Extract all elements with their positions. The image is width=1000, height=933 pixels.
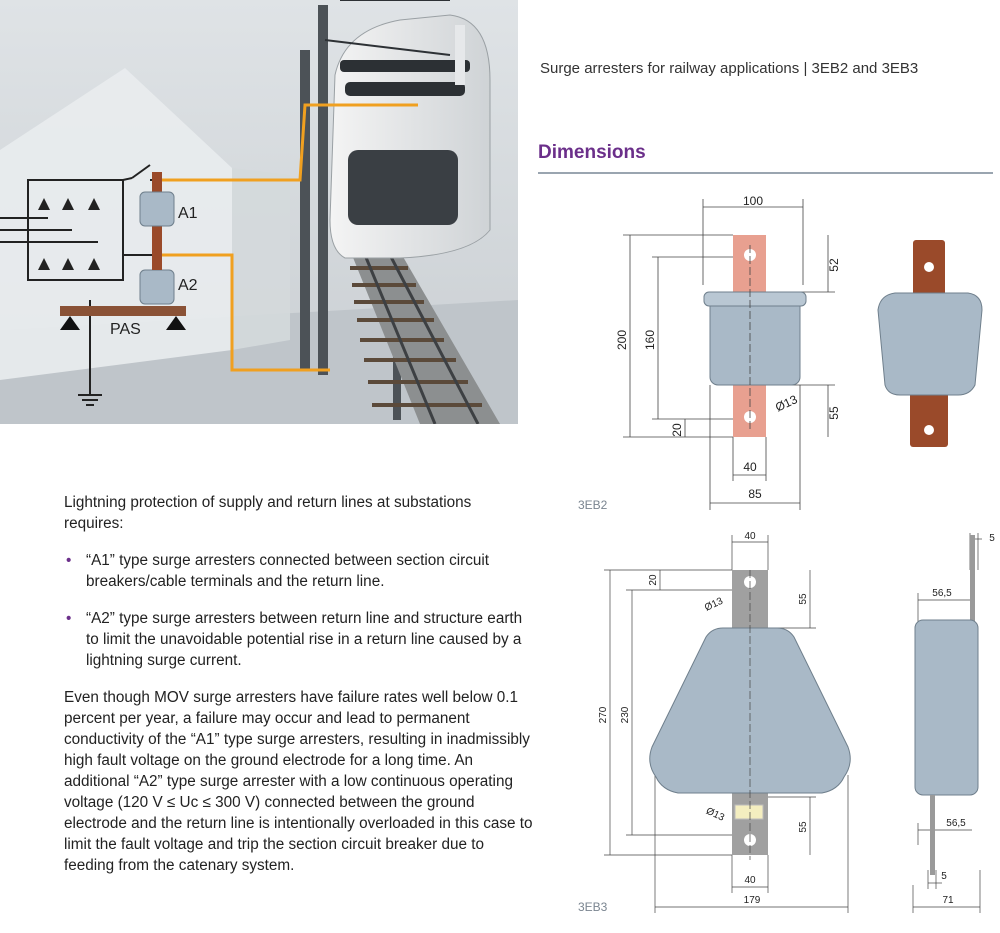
dim-side-5-bottom: 5 bbox=[941, 871, 947, 882]
dim-179: 179 bbox=[744, 895, 761, 906]
dim-side-5-top: 5 bbox=[989, 533, 995, 544]
intro-paragraph: Lightning protection of supply and retur… bbox=[64, 494, 472, 532]
bullet-text: “A2” type surge arresters between return… bbox=[86, 610, 523, 669]
label-plate bbox=[734, 804, 764, 820]
arrester-a2 bbox=[139, 269, 175, 305]
dim-side-56-bottom: 56,5 bbox=[946, 818, 966, 829]
catenary-pole bbox=[300, 50, 310, 370]
dim-hole-top: Ø13 bbox=[703, 596, 725, 614]
bullet-icon: • bbox=[66, 610, 72, 627]
body-paragraph: Even though MOV surge arresters have fai… bbox=[64, 689, 533, 874]
train-windshield bbox=[348, 150, 458, 225]
substation-diagram: A1 A2 PAS bbox=[0, 0, 518, 425]
dim-hole: Ø13 bbox=[773, 392, 800, 414]
side-terminal bbox=[970, 535, 975, 625]
bullet-list: • “A1” type surge arresters connected bet… bbox=[64, 550, 534, 671]
supply-wire bbox=[162, 103, 418, 182]
arrester-a1 bbox=[139, 191, 175, 227]
dim-200: 200 bbox=[615, 330, 629, 350]
arrester-housing-trapezoid bbox=[649, 627, 851, 794]
drawing-3eb3: 40 20 Ø13 55 270 230 Ø13 55 40 179 5 56,… bbox=[590, 525, 1000, 928]
drawing-3eb2: 100 200 160 20 52 55 Ø13 40 85 bbox=[590, 185, 1000, 515]
dim-20: 20 bbox=[670, 423, 684, 437]
dim-100: 100 bbox=[743, 194, 763, 208]
label-a1: A1 bbox=[178, 205, 198, 222]
dim-160: 160 bbox=[643, 330, 657, 350]
dimension-drawing-3eb2: 100 200 160 20 52 55 Ø13 40 85 bbox=[615, 194, 983, 510]
mounting-hole bbox=[744, 249, 756, 261]
dim-55: 55 bbox=[827, 406, 841, 420]
dim-40-bottom: 40 bbox=[744, 875, 756, 886]
bullet-icon: • bbox=[66, 552, 72, 569]
list-item: • “A1” type surge arresters connected bet… bbox=[64, 550, 534, 592]
bullet-text: “A1” type surge arresters connected betw… bbox=[86, 552, 490, 590]
list-item: • “A2” type surge arresters between retur… bbox=[64, 608, 534, 671]
dim-270: 270 bbox=[598, 706, 609, 723]
3d-arrester-body bbox=[877, 292, 983, 396]
dim-20: 20 bbox=[648, 574, 659, 586]
dim-side-56-top: 56,5 bbox=[932, 588, 952, 599]
body-text: Lightning protection of supply and retur… bbox=[64, 492, 534, 892]
dim-55-bottom: 55 bbox=[798, 821, 809, 833]
substation-building bbox=[0, 68, 232, 380]
caption-3eb3: 3EB3 bbox=[578, 900, 608, 914]
catenary-pole bbox=[318, 5, 328, 375]
dim-40: 40 bbox=[743, 460, 757, 474]
section-divider bbox=[538, 172, 993, 174]
dim-230: 230 bbox=[620, 706, 631, 723]
substation-illustration: A1 A2 PAS bbox=[0, 0, 518, 425]
dim-55-top: 55 bbox=[798, 593, 809, 605]
diode-symbols bbox=[38, 198, 100, 270]
side-view-body bbox=[914, 619, 979, 796]
dim-hole-bottom: Ø13 bbox=[704, 806, 726, 824]
caption-3eb2: 3EB2 bbox=[578, 498, 608, 512]
return-wire bbox=[162, 253, 330, 372]
document-header: Surge arresters for railway applications… bbox=[540, 60, 919, 77]
dimension-drawing-3eb3: 40 20 Ø13 55 270 230 Ø13 55 40 179 5 56,… bbox=[598, 531, 995, 913]
label-pas: PAS bbox=[110, 321, 141, 338]
dim-85: 85 bbox=[748, 487, 762, 501]
label-a2: A2 bbox=[178, 277, 198, 294]
dim-52: 52 bbox=[827, 258, 841, 272]
dim-side-71: 71 bbox=[942, 895, 954, 906]
pas-bar bbox=[60, 306, 186, 316]
section-title: Dimensions bbox=[538, 142, 646, 163]
side-terminal bbox=[930, 795, 935, 875]
dim-40-top: 40 bbox=[744, 531, 756, 542]
